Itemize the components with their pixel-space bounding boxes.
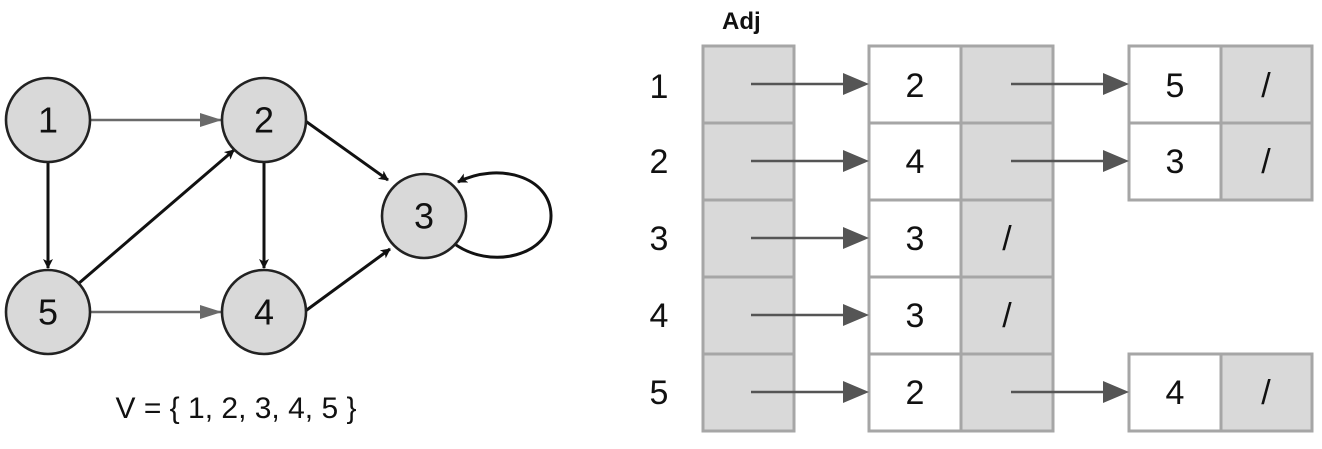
edge-5-2 <box>77 148 235 286</box>
node-3: 3 <box>380 172 468 260</box>
list-node-2-2-next-cell <box>1219 121 1314 202</box>
node-1: 1 <box>4 76 92 164</box>
list-node-4-1-null-marker: / <box>1002 297 1012 335</box>
list-node-5-2-null-marker: / <box>1261 374 1271 412</box>
directed-graph: 1 2 3 4 5 V = { 1, 2, 3, 4, 5 } <box>4 76 553 425</box>
pointer-adj-5 <box>751 381 869 403</box>
list-node-4-1-value: 3 <box>906 297 925 335</box>
node-3-label: 3 <box>414 196 434 237</box>
adj-row-label-4: 4 <box>650 297 669 335</box>
node-5-label: 5 <box>38 292 58 333</box>
pointer-node-1-next <box>1011 73 1129 95</box>
pointer-adj-4 <box>751 304 869 326</box>
list-node-1-2-value: 5 <box>1166 67 1185 105</box>
edge-2-3 <box>303 118 389 182</box>
vertex-set-label: V = { 1, 2, 3, 4, 5 } <box>115 392 356 425</box>
node-5: 5 <box>4 268 92 356</box>
node-2-label: 2 <box>254 100 274 141</box>
list-node-5-1-value: 2 <box>906 374 925 412</box>
list-node-3-1-null-marker: / <box>1002 220 1012 258</box>
pointer-node-5-next <box>1011 381 1129 403</box>
pointer-adj-2 <box>751 150 869 172</box>
pointer-adj-1 <box>751 73 869 95</box>
adj-row-label-5: 5 <box>650 374 669 412</box>
adj-row-label-2: 2 <box>650 143 669 181</box>
node-4: 4 <box>220 268 308 356</box>
list-node-5-1-value-cell <box>867 352 963 433</box>
pointer-node-2-next <box>1011 150 1129 172</box>
adj-row-label-3: 3 <box>650 220 669 258</box>
adj-title: Adj <box>722 8 761 35</box>
node-4-label: 4 <box>254 292 274 333</box>
list-node-1-2-value-cell <box>1127 44 1223 125</box>
pointer-adj-3 <box>751 227 869 249</box>
list-node-5-2-value: 4 <box>1166 374 1185 412</box>
adjacency-list: Adj 1 2 3 4 5 2 4 3 / 3 / 2 5 / <box>650 8 1314 433</box>
list-node-5-2-next-cell <box>1219 352 1314 433</box>
list-node-3-1-next-cell <box>959 198 1055 279</box>
list-node-1-2-null-marker: / <box>1261 67 1271 105</box>
list-node-3-1-value: 3 <box>906 220 925 258</box>
list-node-1-1-value: 2 <box>906 67 925 105</box>
list-node-2-1-value: 4 <box>906 143 925 181</box>
list-node-2-2-value: 3 <box>1166 143 1185 181</box>
list-node-4-1-next-cell <box>959 275 1055 356</box>
edge-3-3-self-loop <box>451 171 553 259</box>
list-node-2-1-value-cell <box>867 121 963 202</box>
adj-row-label-1: 1 <box>650 68 669 106</box>
edge-4-3 <box>303 247 391 314</box>
list-node-2-2-value-cell <box>1127 121 1223 202</box>
list-node-2-2-null-marker: / <box>1261 143 1271 181</box>
node-2: 2 <box>220 76 308 164</box>
node-1-label: 1 <box>38 100 58 141</box>
list-node-5-2-value-cell <box>1127 352 1223 433</box>
